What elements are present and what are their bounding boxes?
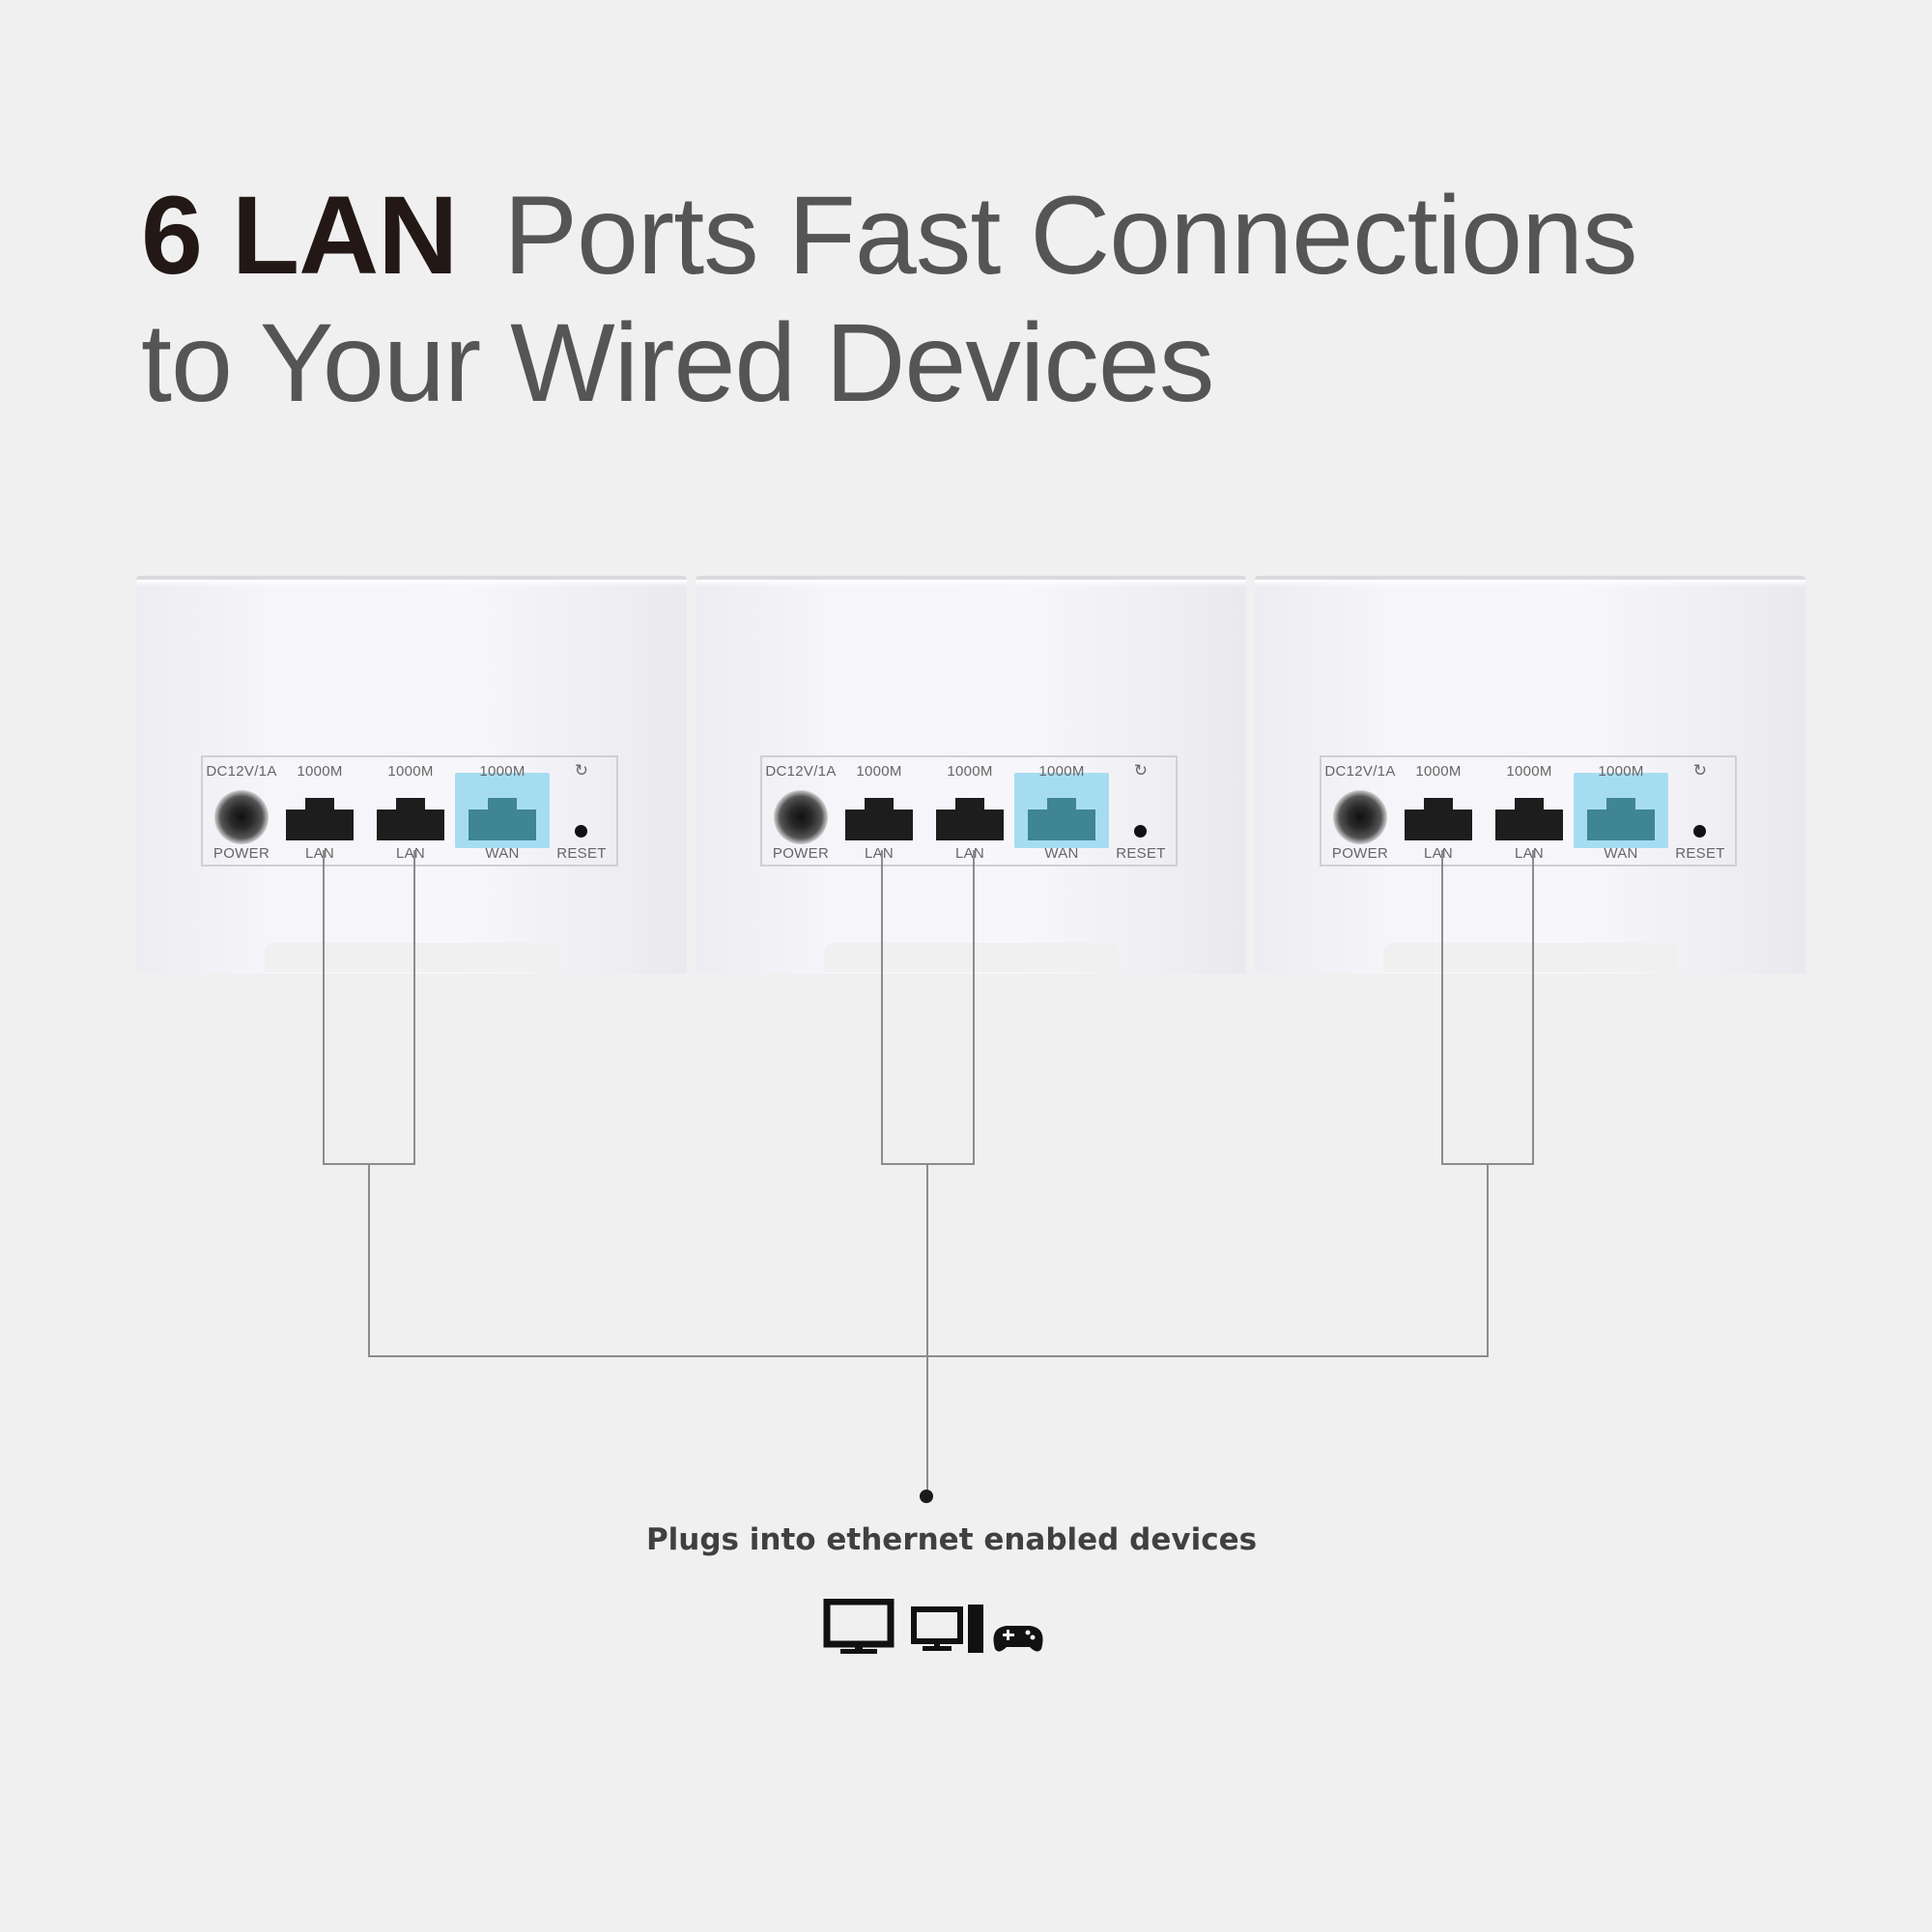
wan-label: WAN bbox=[1044, 845, 1079, 862]
wan-port bbox=[1028, 798, 1095, 840]
reset-button bbox=[575, 825, 587, 838]
lan-speed-label: 1000M bbox=[947, 763, 993, 780]
reset-button bbox=[1134, 825, 1147, 838]
cable-endpoint bbox=[920, 1490, 933, 1503]
router-unit: DC12V/1A 1000M 1000M 1000M ↻ POWER LAN L… bbox=[1255, 576, 1805, 974]
cable-line bbox=[1487, 1163, 1489, 1357]
headline: 6 LAN Ports Fast Connections to Your Wire… bbox=[141, 172, 1638, 427]
router-shell bbox=[1255, 576, 1805, 974]
cable-line bbox=[881, 850, 883, 1165]
lan-port bbox=[1495, 798, 1563, 840]
wan-speed-label: 1000M bbox=[1038, 763, 1085, 780]
lan-port bbox=[286, 798, 354, 840]
cable-line bbox=[1441, 850, 1443, 1165]
gamepad-icon bbox=[993, 1626, 1043, 1652]
port-panel: DC12V/1A 1000M 1000M 1000M ↻ POWER LAN L… bbox=[1320, 755, 1737, 867]
power-label: POWER bbox=[213, 845, 270, 862]
reset-label: RESET bbox=[556, 845, 607, 862]
power-label: POWER bbox=[772, 845, 830, 862]
router-shell bbox=[136, 576, 687, 974]
lan-speed-label: 1000M bbox=[1415, 763, 1462, 780]
lan-label: LAN bbox=[1514, 845, 1545, 862]
router-shell bbox=[696, 576, 1246, 974]
port-panel: DC12V/1A 1000M 1000M 1000M ↻ POWER LAN L… bbox=[760, 755, 1178, 867]
power-label: POWER bbox=[1331, 845, 1389, 862]
cable-line bbox=[368, 1355, 1489, 1357]
power-rating-label: DC12V/1A bbox=[206, 763, 277, 780]
headline-line2: to Your Wired Devices bbox=[141, 301, 1214, 425]
reset-icon: ↻ bbox=[574, 761, 589, 780]
power-jack bbox=[774, 790, 828, 844]
cable-line bbox=[926, 1163, 928, 1495]
lan-speed-label: 1000M bbox=[1506, 763, 1552, 780]
cable-line bbox=[413, 850, 415, 1165]
cable-line bbox=[1532, 850, 1534, 1165]
reset-label: RESET bbox=[1675, 845, 1725, 862]
reset-icon: ↻ bbox=[1133, 761, 1149, 780]
lan-port bbox=[845, 798, 913, 840]
lan-label: LAN bbox=[304, 845, 335, 862]
cable-line bbox=[973, 850, 975, 1165]
port-panel: DC12V/1A 1000M 1000M 1000M ↻ POWER LAN L… bbox=[201, 755, 618, 867]
power-jack bbox=[1333, 790, 1387, 844]
wan-speed-label: 1000M bbox=[479, 763, 526, 780]
cable-line bbox=[323, 850, 325, 1165]
desktop-computer-icon bbox=[911, 1605, 983, 1653]
wan-port bbox=[469, 798, 536, 840]
router-unit: DC12V/1A 1000M 1000M 1000M ↻ POWER LAN L… bbox=[696, 576, 1246, 974]
router-unit: DC12V/1A 1000M 1000M 1000M ↻ POWER LAN L… bbox=[136, 576, 687, 974]
monitor-icon bbox=[823, 1598, 895, 1654]
headline-bold: 6 LAN bbox=[141, 174, 458, 298]
lan-label: LAN bbox=[395, 845, 426, 862]
reset-icon: ↻ bbox=[1692, 761, 1708, 780]
device-icons-svg bbox=[823, 1598, 1043, 1654]
device-icons bbox=[823, 1598, 1074, 1657]
power-rating-label: DC12V/1A bbox=[765, 763, 837, 780]
cable-line bbox=[368, 1163, 370, 1357]
lan-speed-label: 1000M bbox=[387, 763, 434, 780]
reset-button bbox=[1693, 825, 1706, 838]
lan-port bbox=[1405, 798, 1472, 840]
lan-speed-label: 1000M bbox=[297, 763, 343, 780]
reset-label: RESET bbox=[1116, 845, 1166, 862]
wan-label: WAN bbox=[1604, 845, 1638, 862]
lan-label: LAN bbox=[1423, 845, 1454, 862]
lan-label: LAN bbox=[864, 845, 895, 862]
lan-port bbox=[936, 798, 1004, 840]
headline-line1-rest: Ports Fast Connections bbox=[503, 174, 1637, 298]
wan-port bbox=[1587, 798, 1655, 840]
lan-speed-label: 1000M bbox=[856, 763, 902, 780]
wan-label: WAN bbox=[485, 845, 520, 862]
lan-port bbox=[377, 798, 444, 840]
power-rating-label: DC12V/1A bbox=[1324, 763, 1396, 780]
power-jack bbox=[214, 790, 269, 844]
wan-speed-label: 1000M bbox=[1598, 763, 1644, 780]
caption: Plugs into ethernet enabled devices bbox=[645, 1522, 1258, 1557]
lan-label: LAN bbox=[954, 845, 985, 862]
